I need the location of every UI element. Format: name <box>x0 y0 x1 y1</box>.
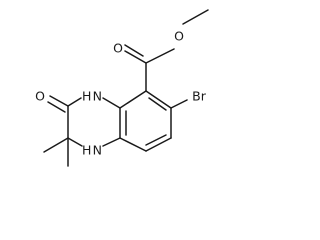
bond-n1-c8a <box>102 137 121 147</box>
atom-labels: O O Br H N O H N <box>35 29 207 158</box>
bond-carbonyl-oxygen-b <box>124 44 144 57</box>
bond-ring-c8-c8a <box>119 137 147 152</box>
atom-carbonyl-oxygen: O <box>113 41 123 56</box>
bond-carbonyl-oxygen-a <box>124 50 147 64</box>
atom-bromine: Br <box>192 89 207 104</box>
bond-c3-o-b <box>47 101 66 113</box>
bond-ring-c7-c8 <box>145 137 172 152</box>
atom-methoxy-oxygen: O <box>174 29 184 44</box>
bond-ring-c5-c6 <box>145 90 172 109</box>
bond-lines <box>43 9 209 167</box>
bond-methyl-o <box>182 9 209 25</box>
bond-c3-o-a <box>49 95 69 107</box>
atom-amide-nh: H N <box>82 89 102 104</box>
bond-ring-c4a-c5 <box>119 90 147 109</box>
atom-ketone-oxygen: O <box>35 89 45 104</box>
atom-amine-nh: H N <box>82 143 102 158</box>
bond-c2-methyl-a <box>43 137 69 153</box>
bond-o-carbonyl <box>145 48 175 64</box>
bond-c2-n1 <box>67 137 83 147</box>
bond-ring-c7-c8-inner <box>145 134 167 146</box>
bond-c6-br <box>170 99 188 109</box>
bond-ring-c5-c6-inner <box>148 97 167 111</box>
bond-n4-c3 <box>67 97 82 107</box>
chemical-structure: O O Br H N O H N <box>35 9 209 167</box>
bond-c4a-n4 <box>102 97 121 109</box>
